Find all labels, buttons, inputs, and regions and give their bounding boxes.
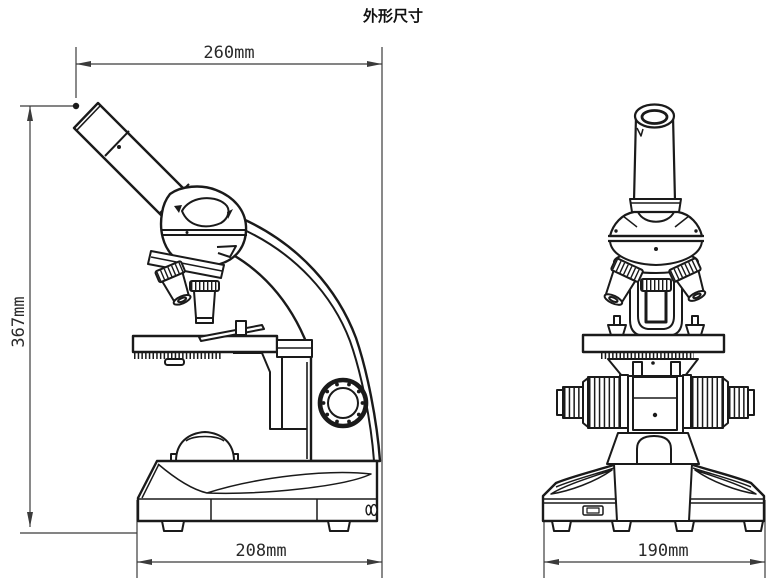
power-indicator [365, 504, 372, 516]
arrow-up [27, 106, 33, 121]
base-accent-right [694, 469, 757, 495]
foot [674, 520, 695, 532]
head-shoulder-line [622, 215, 638, 228]
head-socket-arc [637, 211, 675, 223]
dimension-front-base-width: 190mm [543, 500, 766, 578]
arrow-right [750, 559, 765, 565]
dimension-top-width: 260mm [75, 43, 383, 578]
head-notch [216, 245, 237, 258]
stage-clip-right [685, 315, 705, 336]
dimension-label-side-base: 208mm [235, 541, 286, 561]
nosepiece-line [150, 256, 223, 272]
arrow-left [544, 559, 559, 565]
page-title: 外形尺寸 [362, 7, 424, 25]
dimension-annotations: 260mm 367mm 208mm [9, 43, 766, 578]
arrow-right [367, 559, 382, 565]
base-edge-line [692, 467, 752, 488]
pedestal-arch [636, 435, 672, 464]
head-center-dot [654, 247, 658, 251]
dimension-side-base-width: 208mm [136, 500, 382, 578]
limb-inner-line [637, 280, 675, 330]
eyepiece-collar-line [104, 130, 130, 157]
stage-adjust-knob [164, 358, 185, 366]
dimension-label-top-width: 260mm [203, 43, 254, 63]
focus-knob-knurl-dots [321, 382, 365, 424]
eyepiece-tube-front [632, 114, 677, 203]
stage-front [581, 333, 726, 354]
arm-inner-line [239, 227, 375, 462]
head-screw-dot [694, 229, 698, 233]
stage-clip-left [607, 315, 627, 336]
stage-mount-tab [670, 361, 681, 377]
head-screw-dot [185, 231, 189, 234]
objective-center-collar [640, 278, 672, 292]
foot [161, 520, 185, 532]
dimension-overall-height: 367mm [9, 102, 137, 534]
fine-focus-knob-left [556, 386, 584, 419]
power-indicator [370, 503, 378, 517]
lamp-housing-line [185, 435, 225, 442]
eyepiece-lens [640, 109, 669, 125]
dimension-label-front-base: 190mm [637, 541, 688, 561]
power-switch-button [586, 507, 600, 514]
side-view-drawing [72, 101, 382, 532]
base-edge-line [141, 463, 160, 499]
arrow-left [76, 61, 91, 67]
objective-vertical [189, 280, 220, 324]
head-screw-dot [614, 229, 618, 233]
stage-mount-tab [632, 361, 643, 377]
tube-pointer-mark [636, 127, 644, 137]
head-dart [174, 205, 182, 213]
objective-right [668, 257, 707, 302]
base-accent-left [550, 469, 613, 495]
head-lower-bulge [609, 240, 703, 266]
stage-mount-dot [651, 361, 655, 365]
fine-focus-knob-right [727, 386, 755, 419]
pedestal [606, 432, 700, 465]
head-shoulder-line [674, 215, 690, 228]
pedestal-lower [613, 463, 693, 522]
foot [611, 520, 632, 532]
objective-left [603, 257, 644, 306]
arrow-left [137, 559, 152, 565]
coarse-focus-knob-right [682, 374, 729, 429]
slide-clip-pin [235, 320, 247, 336]
base [136, 459, 379, 523]
dimension-label-overall-height: 367mm [9, 296, 29, 347]
focusing-column [627, 376, 684, 433]
stage-bracket [233, 352, 307, 430]
objective-angled [154, 260, 192, 306]
head-front [608, 210, 704, 238]
head-dart [227, 209, 233, 219]
arrow-down [27, 512, 33, 527]
base-accent [157, 463, 372, 495]
front-view-drawing [541, 103, 766, 532]
foot [551, 520, 572, 532]
reference-dot [72, 102, 80, 110]
eyepiece-rim-line [76, 105, 101, 131]
foot [327, 520, 351, 532]
base-edge-line [555, 467, 615, 488]
focus-knob [317, 377, 369, 429]
eyepiece-dot [117, 145, 121, 149]
foot [743, 520, 764, 532]
coarse-focus-knob-left [582, 374, 629, 429]
limb-slot [644, 288, 668, 324]
arrow-right [367, 61, 382, 67]
